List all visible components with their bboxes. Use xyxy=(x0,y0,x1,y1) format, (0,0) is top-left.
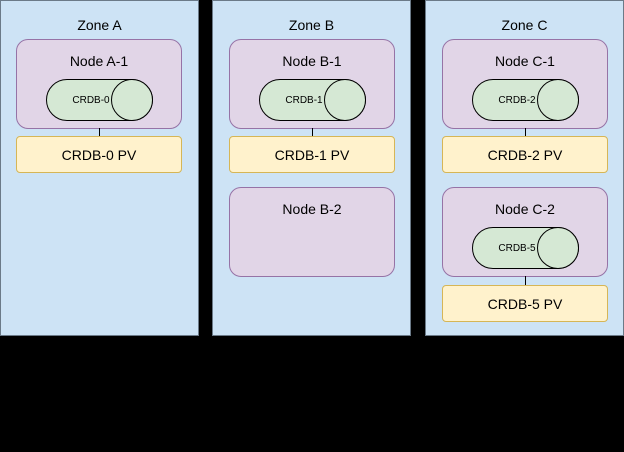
pv-crdb-2: CRDB-2 PV xyxy=(442,136,608,173)
node-b-1-title: Node B-1 xyxy=(282,53,342,69)
cylinder-icon xyxy=(472,79,579,121)
link-a-1-pv xyxy=(99,128,100,137)
zone-c: Zone C Node C-1 CRDB-2 CRDB-2 PV Node C-… xyxy=(425,0,624,336)
node-b-1: Node B-1 CRDB-1 xyxy=(229,39,395,129)
node-c-1: Node C-1 CRDB-2 xyxy=(442,39,608,129)
cylinder-icon xyxy=(259,79,366,121)
link-b-1-pv xyxy=(312,128,313,137)
node-b-2: Node B-2 xyxy=(229,187,395,277)
volume-crdb-5: CRDB-5 xyxy=(472,227,580,269)
pv-crdb-5: CRDB-5 PV xyxy=(442,285,608,322)
link-c-2-pv xyxy=(525,276,526,286)
node-c-2: Node C-2 CRDB-5 xyxy=(442,187,608,277)
cylinder-icon xyxy=(46,79,153,121)
node-c-1-title: Node C-1 xyxy=(495,53,555,69)
volume-crdb-0: CRDB-0 xyxy=(46,79,154,121)
zone-b: Zone B Node B-1 CRDB-1 CRDB-1 PV Node B-… xyxy=(212,0,411,336)
volume-crdb-0-label: CRDB-0 xyxy=(72,94,110,106)
link-c-1-pv xyxy=(525,128,526,137)
volume-crdb-2: CRDB-2 xyxy=(472,79,580,121)
zone-a: Zone A Node A-1 CRDB-0 CRDB-0 PV xyxy=(0,0,199,336)
node-a-1: Node A-1 CRDB-0 xyxy=(16,39,182,129)
cylinder-icon xyxy=(472,227,579,269)
node-c-2-title: Node C-2 xyxy=(495,201,555,217)
zone-c-title: Zone C xyxy=(501,17,548,33)
volume-crdb-1: CRDB-1 xyxy=(259,79,367,121)
pv-crdb-0: CRDB-0 PV xyxy=(16,136,182,173)
volume-crdb-5-label: CRDB-5 xyxy=(498,242,536,254)
node-b-2-title: Node B-2 xyxy=(282,201,342,217)
pv-crdb-1: CRDB-1 PV xyxy=(229,136,395,173)
volume-crdb-1-label: CRDB-1 xyxy=(285,94,323,106)
zone-a-title: Zone A xyxy=(77,17,122,33)
node-a-1-title: Node A-1 xyxy=(69,53,129,69)
zone-b-title: Zone B xyxy=(288,17,335,33)
volume-crdb-2-label: CRDB-2 xyxy=(498,94,536,106)
